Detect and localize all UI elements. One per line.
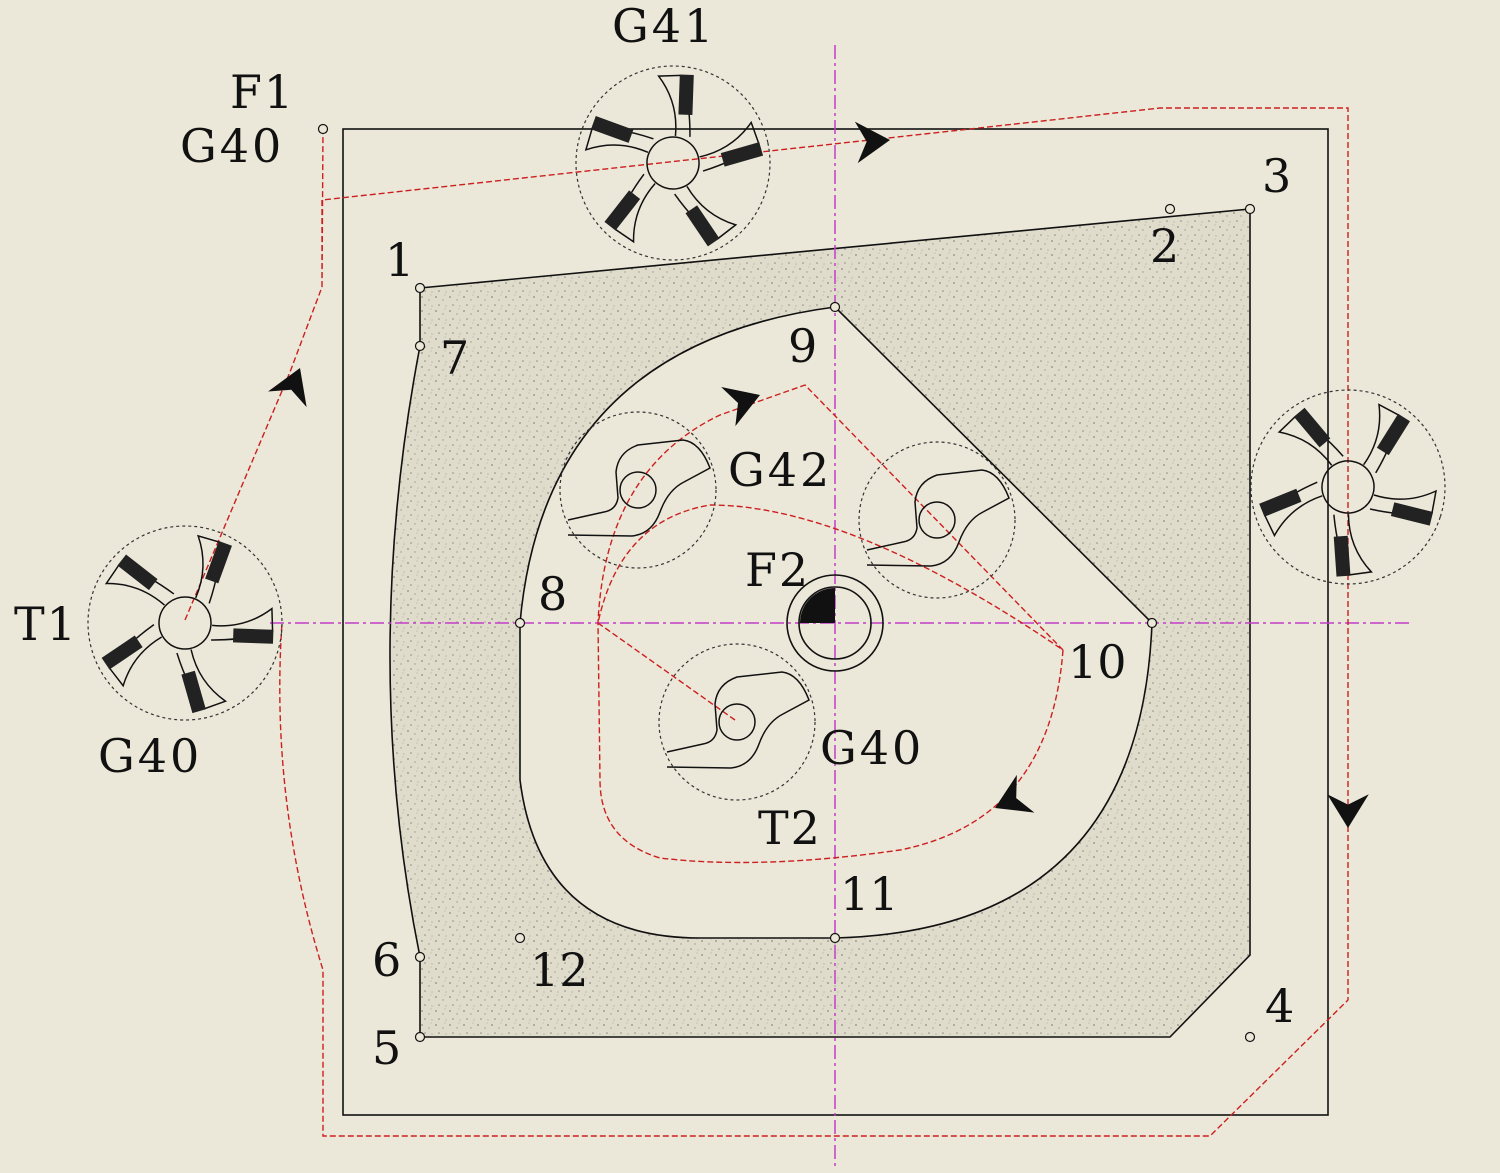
point-label: 12	[530, 943, 589, 997]
point-label: 5	[372, 1021, 401, 1075]
point-label: 6	[372, 933, 401, 987]
point-label: 1	[385, 233, 414, 287]
inner-toolpath	[597, 384, 1064, 864]
point-label: 9	[788, 319, 817, 373]
quadrant-marker-icon	[800, 588, 835, 623]
pocket-contour	[519, 306, 1153, 939]
label-g40-start: G40	[180, 119, 284, 173]
label-t1: T1	[14, 597, 78, 651]
label-t2: T2	[758, 801, 822, 855]
point-label: 7	[440, 331, 469, 385]
label-g40-t1: G40	[98, 729, 202, 783]
outer-toolpath	[184, 107, 1349, 1137]
direction-arrow-icon	[854, 119, 892, 164]
point-label: 10	[1068, 635, 1127, 689]
point-label: 3	[1262, 149, 1291, 203]
point-label: 11	[840, 867, 899, 921]
face-mill-cutter-icon	[558, 48, 788, 278]
point-markers	[317, 123, 1256, 1043]
label-g40-center: G40	[820, 721, 924, 775]
direction-arrow-icon	[268, 360, 320, 408]
point-label: 2	[1150, 219, 1179, 273]
label-f2: F2	[745, 543, 810, 597]
point-label: 8	[538, 567, 567, 621]
label-f1: F1	[230, 65, 295, 119]
label-g42: G42	[728, 443, 832, 497]
label-g41: G41	[612, 0, 716, 53]
face-mill-cutter-icon	[78, 516, 291, 729]
center-bore-inner	[798, 586, 872, 660]
center-bore-outer	[786, 574, 884, 672]
point-label: 4	[1265, 979, 1294, 1033]
